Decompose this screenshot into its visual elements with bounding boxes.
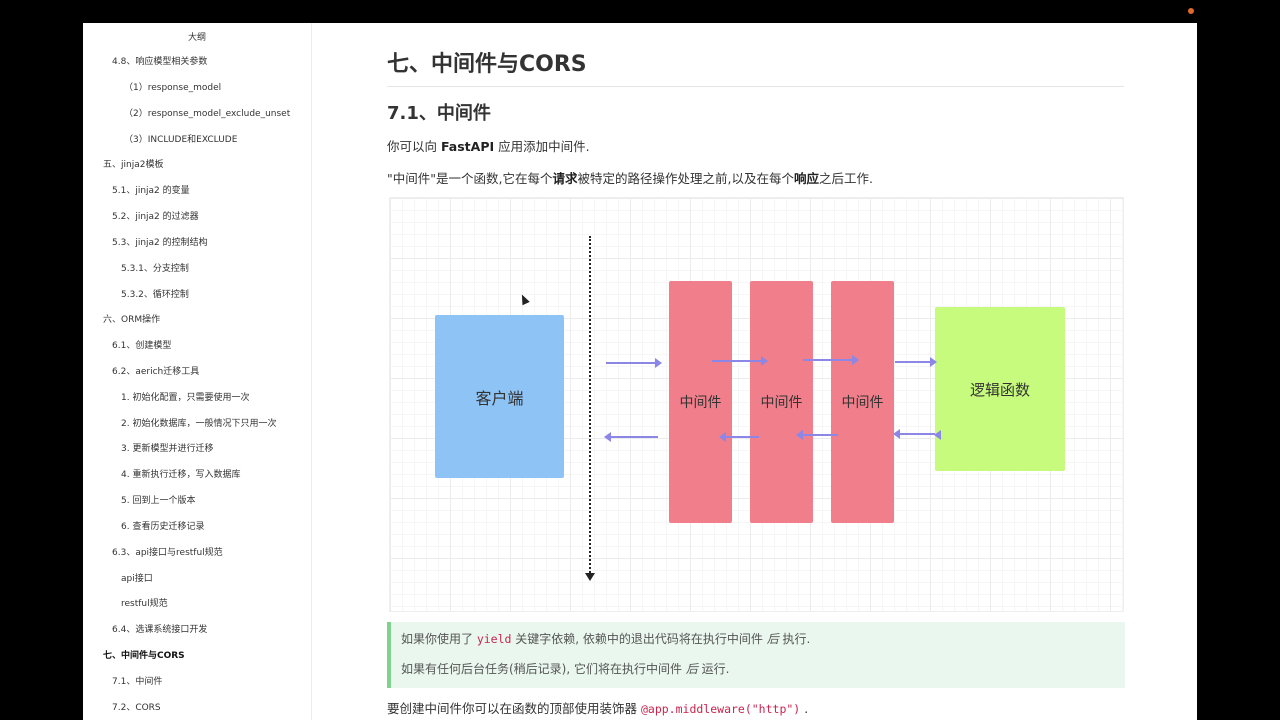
text: 运行. — [697, 662, 730, 676]
text: 应用添加中间件. — [494, 139, 590, 154]
toc-item[interactable]: 5.3、jinja2 的控制结构 — [112, 238, 208, 248]
toc-item[interactable]: 5.1、jinja2 的变量 — [112, 186, 190, 196]
response-arrow — [893, 429, 935, 439]
text: 如果有任何后台任务(稍后记录), 它们将在执行中间件 — [401, 662, 686, 676]
text: 被特定的路径操作处理之前,以及在每个 — [577, 171, 794, 186]
middleware-diagram: 客户端 中间件 中间件 中间件 逻辑函数 — [389, 197, 1124, 612]
response-arrow — [719, 432, 759, 442]
toc-item[interactable]: 7.1、中间件 — [112, 677, 163, 687]
inline-code: @app.middleware("http") — [640, 702, 801, 716]
toc-item[interactable]: 五、jinja2模板 — [103, 160, 164, 170]
text: 关键字依赖, 依赖中的退出代码将在执行中间件 — [511, 632, 767, 646]
toc-item[interactable]: 7.2、CORS — [112, 703, 161, 713]
definition-paragraph: "中间件"是一个函数,它在每个请求被特定的路径操作处理之前,以及在每个响应之后工… — [387, 168, 873, 187]
text: "中间件"是一个函数,它在每个 — [387, 171, 553, 186]
text: 执行. — [778, 632, 811, 646]
heading-divider — [387, 86, 1124, 87]
toc-item[interactable]: 1. 初始化配置，只需要使用一次 — [121, 393, 250, 403]
toc-item[interactable]: 六、ORM操作 — [103, 315, 161, 325]
bold-text: 响应 — [793, 171, 819, 186]
toc-item[interactable]: （1）response_model — [124, 83, 222, 93]
request-arrow — [803, 355, 859, 365]
inline-code: yield — [476, 632, 512, 646]
tip-line: 如果你使用了 yield 关键字依赖, 依赖中的退出代码将在执行中间件 后 执行… — [401, 630, 810, 647]
toc-item[interactable]: 3. 更新模型并进行迁移 — [121, 444, 214, 454]
toc-item[interactable]: （3）INCLUDE和EXCLUDE — [124, 135, 238, 145]
request-arrow — [712, 356, 768, 366]
response-arrow — [796, 430, 838, 440]
middleware-box: 中间件 — [669, 281, 732, 523]
document-window: 大纲 4.8、响应模型相关参数 （1）response_model （2）res… — [83, 23, 1197, 720]
toc-item[interactable]: 6.3、api接口与restful规范 — [112, 548, 223, 558]
toc-item[interactable]: 6. 查看历史迁移记录 — [121, 522, 205, 532]
client-box: 客户端 — [435, 315, 564, 478]
emphasis: 后 — [685, 662, 698, 676]
toc-item-active[interactable]: 七、中间件与CORS — [103, 651, 185, 661]
response-arrow — [604, 432, 658, 442]
text: 要创建中间件你可以在函数的顶部使用装饰器 — [387, 701, 641, 716]
text: 你可以向 — [387, 139, 441, 154]
outline-title: 大纲 — [187, 33, 206, 43]
intro-paragraph: 你可以向 FastAPI 应用添加中间件. — [387, 136, 590, 155]
subsection-heading: 7.1、中间件 — [387, 103, 491, 124]
toc-item[interactable]: 6.2、aerich迁移工具 — [112, 367, 200, 377]
outline-sidebar: 大纲 4.8、响应模型相关参数 （1）response_model （2）res… — [83, 23, 312, 720]
middleware-box: 中间件 — [750, 281, 813, 523]
toc-item[interactable]: 5. 回到上一个版本 — [121, 496, 196, 506]
tip-callout: 如果你使用了 yield 关键字依赖, 依赖中的退出代码将在执行中间件 后 执行… — [387, 622, 1125, 688]
request-arrow — [895, 357, 937, 367]
tip-line: 如果有任何后台任务(稍后记录), 它们将在执行中间件 后 运行. — [401, 660, 729, 677]
toc-item[interactable]: api接口 — [121, 574, 153, 584]
middleware-box: 中间件 — [831, 281, 894, 523]
toc-item[interactable]: （2）response_model_exclude_unset — [124, 109, 291, 119]
bold-text: FastAPI — [440, 139, 495, 154]
emphasis: 后 — [766, 632, 779, 646]
toc-item[interactable]: 5.2、jinja2 的过滤器 — [112, 212, 199, 222]
decorator-paragraph: 要创建中间件你可以在函数的顶部使用装饰器 @app.middleware("ht… — [387, 698, 808, 717]
timeline-arrowhead — [585, 573, 595, 581]
toc-item[interactable]: 4. 重新执行迁移，写入数据库 — [121, 470, 241, 480]
toc-item[interactable]: 4.8、响应模型相关参数 — [112, 57, 208, 67]
text: . — [800, 701, 809, 716]
text: 之后工作. — [819, 171, 873, 186]
request-arrow — [606, 358, 662, 368]
text: 如果你使用了 — [401, 632, 477, 646]
toc-item[interactable]: 6.1、创建模型 — [112, 341, 172, 351]
bold-text: 请求 — [552, 171, 578, 186]
toc-item[interactable]: 6.4、选课系统接口开发 — [112, 625, 208, 635]
toc-item[interactable]: 5.3.2、循环控制 — [121, 290, 189, 300]
section-heading: 七、中间件与CORS — [387, 52, 587, 77]
status-dot — [1188, 8, 1194, 14]
document-content: 七、中间件与CORS 7.1、中间件 你可以向 FastAPI 应用添加中间件.… — [312, 23, 1197, 720]
logic-function-box: 逻辑函数 — [935, 307, 1065, 471]
toc-item[interactable]: restful规范 — [121, 599, 168, 609]
toc-item[interactable]: 5.3.1、分支控制 — [121, 264, 189, 274]
timeline-line — [589, 236, 591, 576]
toc-item[interactable]: 2. 初始化数据库，一般情况下只用一次 — [121, 419, 277, 429]
